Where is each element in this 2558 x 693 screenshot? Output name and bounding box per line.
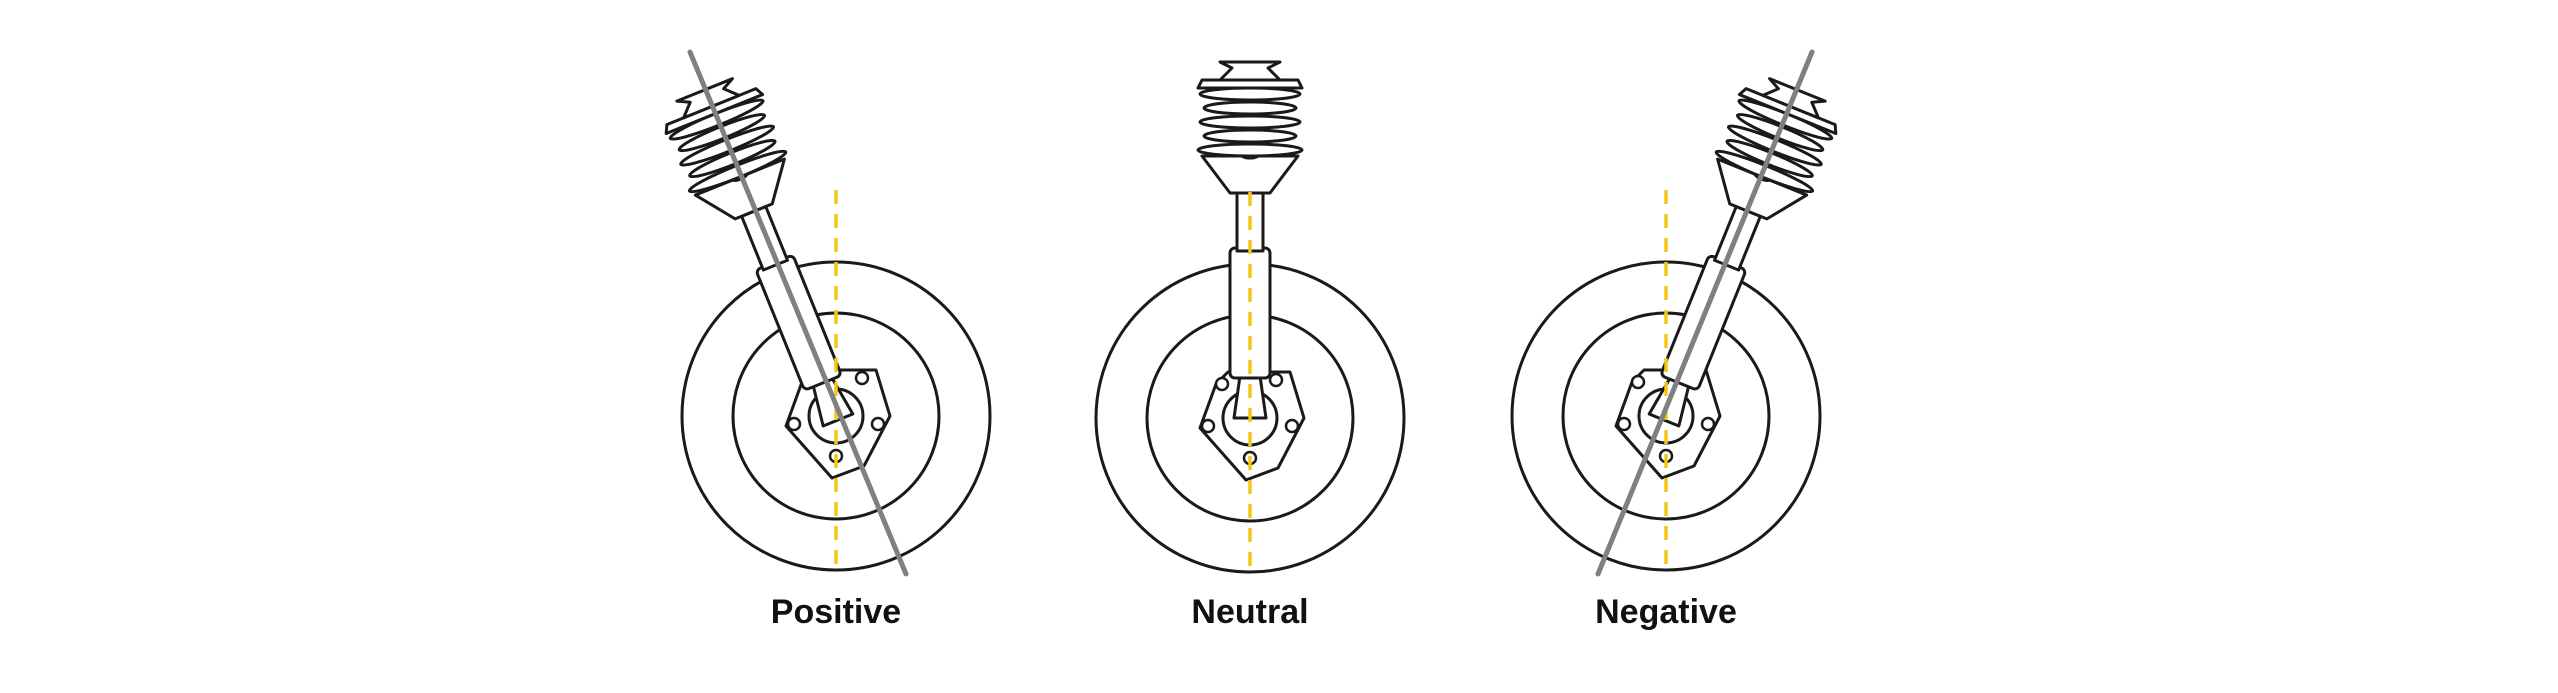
positive-steering-axis-line: [687, 49, 909, 577]
positive-panel: [654, 49, 992, 577]
positive-label: Positive: [770, 593, 902, 631]
negative-label: Negative: [1595, 593, 1737, 631]
negative-steering-axis-line: [1595, 49, 1815, 577]
neutral-label: Neutral: [1191, 593, 1309, 631]
negative-panel: [1510, 49, 1848, 577]
neutral-panel: [1094, 60, 1406, 574]
